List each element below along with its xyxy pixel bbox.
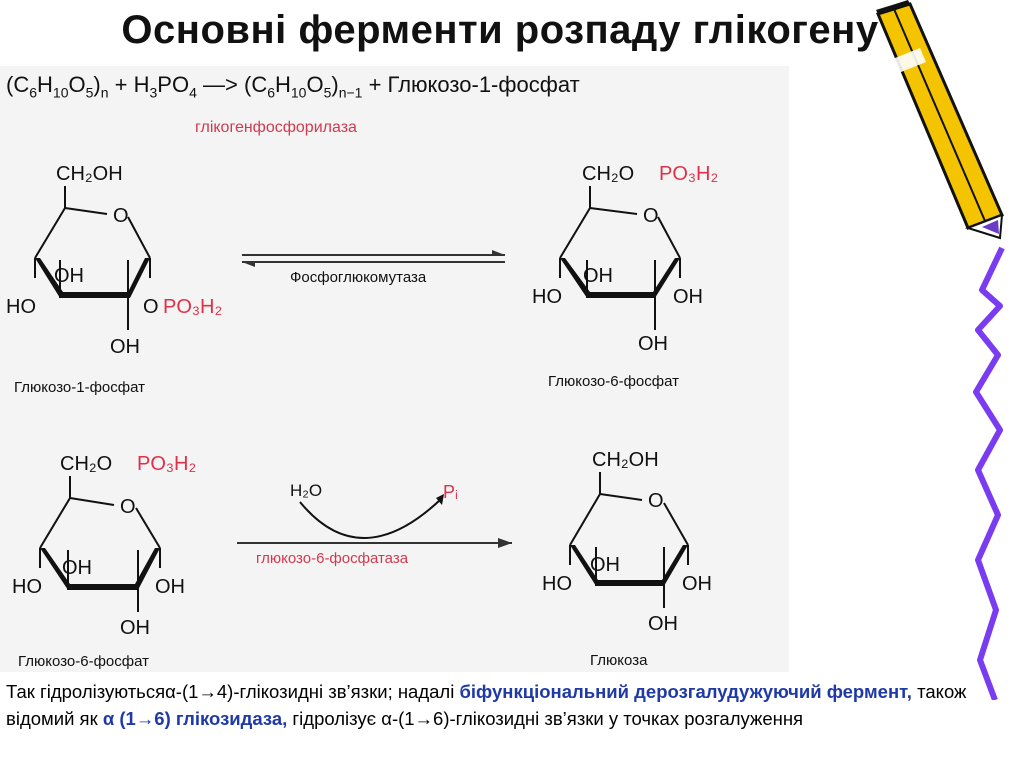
group-po3h2: PO₃H₂ [163,296,222,318]
zigzag-line-icon [973,246,1005,700]
pencil-icon [875,0,1005,240]
group-oh: OH [110,336,140,358]
label-glucose-1-phosphate: Глюкозо-1-фосфат [14,379,145,396]
equation-left: (C [6,72,30,97]
group-oh: OH [155,576,185,598]
enzyme-phosphatase: глюкозо-6-фосфатаза [256,550,409,567]
group-po3h2: PO₃H₂ [659,163,718,185]
slide-title: Основні ферменти розпаду глікогену [121,8,879,52]
group-oh: OH [682,573,712,595]
group-oh: OH [583,265,613,287]
caption-text: Так гідролізуютьсяα-(1→4)-глікозидні зв’… [6,678,996,732]
reaction-figure: глікогенфосфорилаза CH₂OH O OH HO O PO₃H… [0,66,789,672]
ring-oxygen: O [113,205,129,227]
molecule-glucose: CH₂OH O OH HO OH OH Глюкоза [542,449,712,669]
ring-oxygen: O [643,205,659,227]
group-oh: OH [120,617,150,639]
group-oh: OH [590,554,620,576]
group-ch2oh: CH₂OH [592,449,659,471]
label-glucose-6-phosphate: Глюкозо-6-фосфат [548,373,679,390]
group-ho: HO [532,286,562,308]
pencil-decoration-icon [875,0,1005,700]
label-glucose-6-phosphate-2: Глюкозо-6-фосфат [18,653,149,670]
phosphate-label: Pᵢ [443,482,458,502]
group-oh: OH [54,265,84,287]
group-o-prefix: O [143,296,159,318]
group-ho: HO [12,576,42,598]
molecule-glucose-6-phosphate-2: CH₂O PO₃H₂ O OH HO OH OH Глюкозо-6-фосфа… [12,453,196,670]
group-ho: HO [542,573,572,595]
group-oh: OH [648,613,678,635]
group-ch2oh: CH₂OH [56,163,123,185]
molecule-glucose-1-phosphate: CH₂OH O OH HO O PO₃H₂ OH Глюкозо-1-фосфа… [6,163,222,396]
reaction-equation: (C6H10O5)n + H3PO4 —> (C6H10O5)n−1 + Глю… [6,72,580,101]
equilibrium-arrows: Фосфоглюкомутаза [242,250,505,286]
caption-highlight-enzyme: біфункціональний дерозгалудужуючий ферме… [459,681,912,702]
enzyme-phosphoglucomutase: Фосфоглюкомутаза [290,269,427,286]
label-glucose: Глюкоза [590,652,648,669]
reaction-diagram: глікогенфосфорилаза CH₂OH O OH HO O PO₃H… [6,119,718,670]
group-ch2o: CH₂O [582,163,634,185]
group-oh: OH [673,286,703,308]
caption-part-3: також відомий як [6,681,967,729]
molecule-glucose-6-phosphate: CH₂O PO₃H₂ O OH HO OH OH Глюкозо-6-фосфа… [532,163,718,390]
equation-acid: H [133,72,150,97]
group-ho: HO [6,296,36,318]
ring-oxygen: O [120,496,136,518]
subscript-n-minus-1: n−1 [338,84,363,101]
group-oh: OH [62,557,92,579]
ring-oxygen: O [648,490,664,512]
hydrolysis-arrow: H₂O Pᵢ глюкозо-6-фосфатаза [237,481,512,567]
group-po3h2: PO₃H₂ [137,453,196,475]
group-ch2o: CH₂O [60,453,112,475]
caption-part-5: гідролізує α-(1→6)-глікозидні зв’язки у … [287,708,804,729]
equation-product: Глюкозо-1-фосфат [387,72,580,97]
group-oh: OH [638,333,668,355]
enzyme-phosphorylase: глікогенфосфорилаза [195,119,357,136]
caption-part-1: Так гідролізуютьсяα-(1→4)-глікозидні зв’… [6,681,460,702]
subscript-n: n [100,84,109,101]
equation-arrow: —> [203,72,238,97]
water-label: H₂O [290,481,322,500]
caption-highlight-glycosidase: α (1→6) глікозидаза, [102,708,288,729]
